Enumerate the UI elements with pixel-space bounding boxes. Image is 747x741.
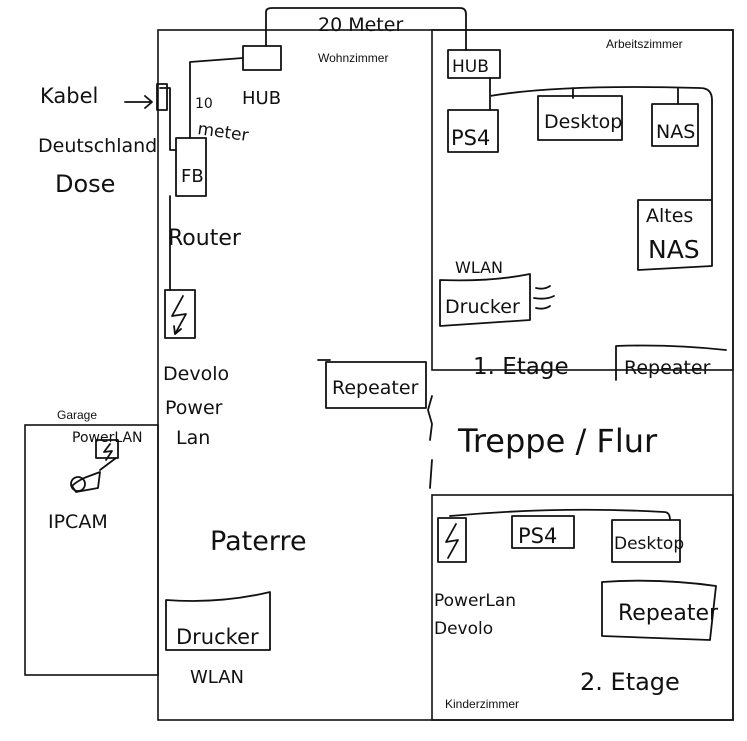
desktop-office-box (537, 95, 623, 141)
stair-door-marks (427, 395, 433, 489)
ten-meter-label-b: meter (196, 119, 249, 146)
drucker-ground-box (165, 591, 271, 651)
garage-powerlan-label: PowerLAN (72, 430, 143, 446)
nas-label: NAS (656, 121, 695, 143)
fb-label: FB (181, 166, 204, 187)
ipcam-label: IPCAM (48, 511, 108, 533)
altes-nas-label-b: NAS (648, 235, 700, 264)
kabel-deutschland-label: Deutschland (38, 135, 157, 157)
powerlan-kids-bolt-icon (445, 523, 459, 559)
garage-wall (24, 424, 159, 676)
ps4-kids-box (511, 515, 575, 549)
altes-nas-label: Altes (646, 205, 693, 227)
kabel-label: Kabel (40, 84, 98, 108)
repeater-office-box (615, 344, 727, 381)
ps4-office-box (447, 109, 499, 153)
ip-camera-icon (71, 471, 101, 493)
hub-label-top: HUB (242, 88, 281, 109)
hub-office-label: HUB (452, 57, 489, 77)
repeater-office-label: Repeater (624, 357, 711, 379)
fb-to-hub-cable (189, 57, 244, 139)
kinderzimmer-wall (431, 494, 734, 721)
arbeitszimmer-label: Arbeitszimmer (606, 37, 683, 51)
treppe-label: Treppe / Flur (457, 422, 658, 460)
devolo-kids-label: Devolo (434, 619, 493, 639)
etage2-label: 2. Etage (580, 668, 680, 696)
office-network-cable (489, 77, 713, 201)
devolo-plug-box (164, 289, 196, 339)
wlan-office-label: WLAN (455, 258, 503, 277)
wlan-signal-icon (533, 285, 555, 310)
hub-office-box (447, 49, 501, 79)
nas-box (651, 103, 699, 147)
twenty-meter-label: 20 Meter (318, 14, 403, 36)
desktop-kids-label: Desktop (614, 534, 684, 554)
dose-label: Dose (55, 170, 115, 198)
hub-box-top (242, 45, 282, 71)
fb-router-box (175, 137, 207, 197)
lan-label: Lan (176, 427, 210, 449)
etage1-label: 1. Etage (473, 354, 569, 380)
ten-meter-label-a: 10 (195, 96, 213, 112)
powerlan-kids-label: PowerLan (434, 591, 516, 611)
devolo-label: Devolo (163, 363, 229, 385)
twenty-meter-cable (265, 7, 467, 51)
arbeitszimmer-wall (431, 29, 734, 371)
paterre-label: Paterre (210, 526, 307, 557)
repeater-kids-label: Repeater (618, 601, 719, 626)
ps4-office-label: PS4 (451, 126, 490, 150)
cable-socket-box (156, 83, 168, 111)
altes-nas-box (637, 199, 713, 271)
wlan-ground-label: WLAN (190, 667, 244, 688)
drucker-ground-label: Drucker (176, 625, 259, 649)
ip-camera-lens-icon (70, 476, 86, 492)
repeater-ground-label: Repeater (332, 377, 419, 399)
garage-label: Garage (57, 408, 97, 422)
drucker-office-box (439, 273, 531, 327)
repeater-kids-box (601, 579, 717, 641)
garage-powerlan-bolt-icon (103, 443, 113, 461)
kinderzimmer-label: Kinderzimmer (445, 697, 519, 711)
powerlan-bolt-icon (171, 295, 187, 335)
camera-to-powerlan-cable (99, 457, 117, 471)
powerlan-kids-box (437, 517, 467, 563)
desktop-kids-box (611, 519, 681, 563)
desktop-office-label: Desktop (544, 111, 622, 133)
wohnzimmer-label: Wohnzimmer (318, 51, 388, 65)
ps4-kids-label: PS4 (518, 524, 557, 548)
router-label: Router (168, 226, 242, 251)
kabel-arrow-icon (124, 95, 153, 109)
socket-to-fb-cable (159, 87, 177, 151)
kids-network-cable (449, 508, 671, 521)
repeater-ground-box (325, 361, 427, 409)
drucker-office-label: Drucker (445, 296, 520, 318)
power-label: Power (165, 397, 223, 419)
